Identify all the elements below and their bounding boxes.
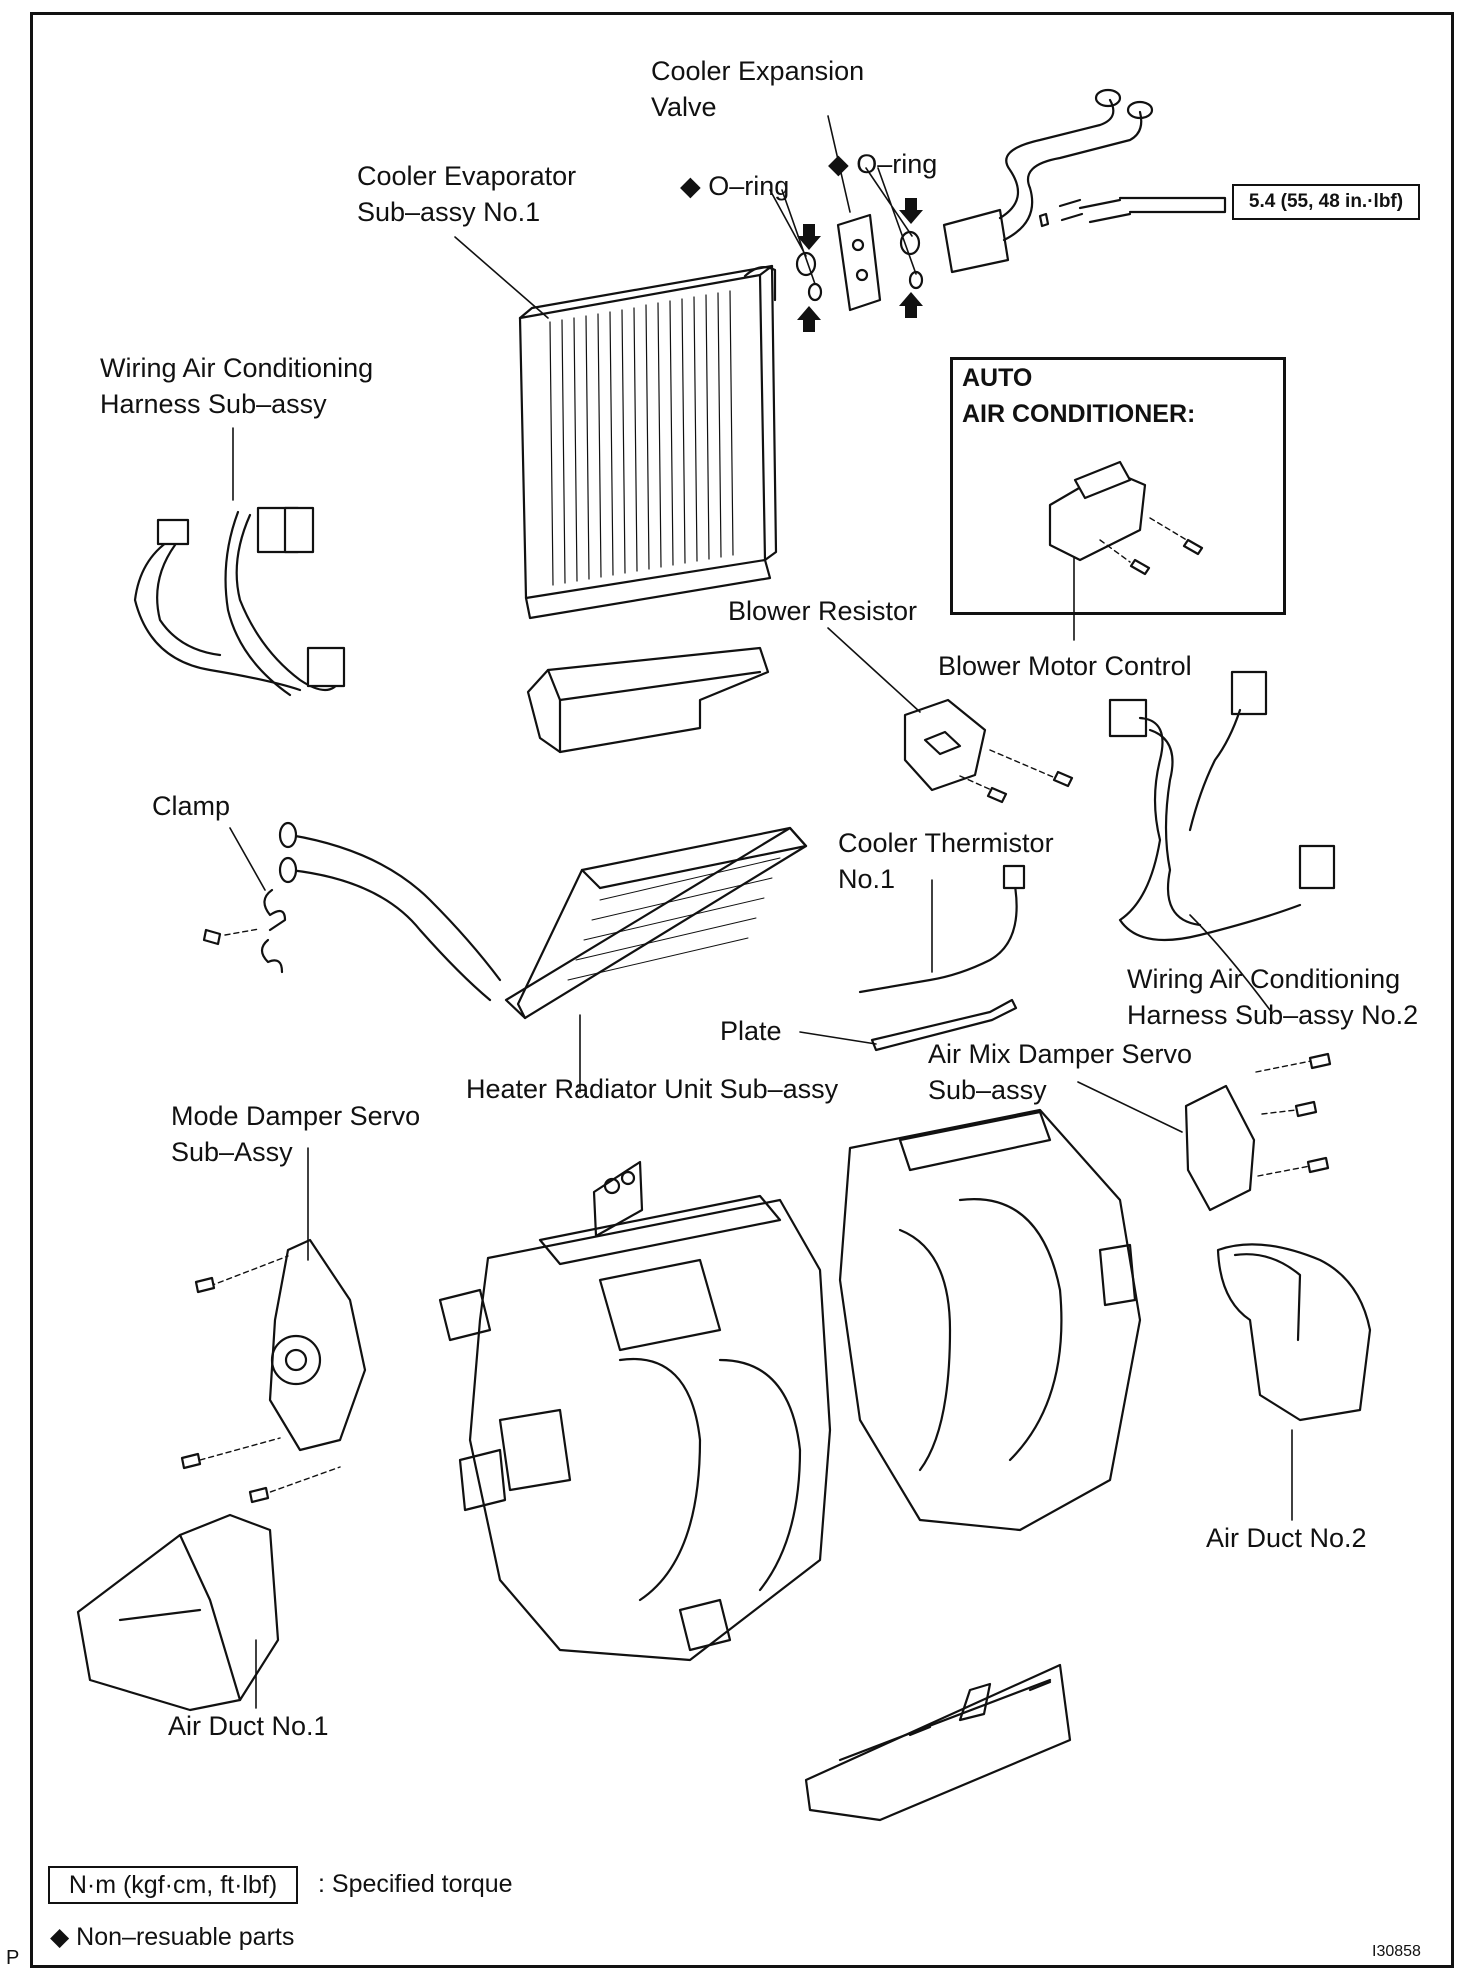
expansion-valve-part bbox=[769, 115, 924, 332]
label-heater-radiator: Heater Radiator Unit Sub–assy bbox=[466, 1074, 839, 1104]
legend-non-reusable: ◆ Non–resuable parts bbox=[50, 1923, 295, 1951]
evaporator-tray-part bbox=[526, 646, 770, 754]
label-cooler-evaporator: Cooler Evaporator Sub–assy No.1 bbox=[357, 161, 577, 227]
label-wiring-harness: Wiring Air Conditioning Harness Sub–assy bbox=[100, 353, 374, 419]
air-duct-no2-part bbox=[1216, 1243, 1372, 1521]
label-air-mix-damper-servo: Air Mix Damper Servo Sub–assy bbox=[928, 1039, 1193, 1105]
label-blower-resistor: Blower Resistor bbox=[728, 596, 918, 626]
label-o-ring-right: ◆ O–ring bbox=[828, 149, 938, 179]
label-clamp: Clamp bbox=[152, 791, 231, 821]
corner-mark: P bbox=[6, 1947, 20, 1969]
clamp-part bbox=[202, 827, 287, 974]
cooler-evaporator-part bbox=[518, 264, 778, 620]
legend-torque-desc: : Specified torque bbox=[318, 1870, 513, 1898]
air-mix-damper-servo-part bbox=[1077, 1052, 1332, 1212]
label-blower-motor-control: Blower Motor Control bbox=[938, 651, 1192, 681]
heater-case-left-part bbox=[438, 1160, 832, 1662]
legend-torque-unit-box: N·m (kgf·cm, ft·lbf) bbox=[48, 1866, 298, 1904]
heater-radiator-part bbox=[278, 821, 808, 1093]
label-plate: Plate bbox=[720, 1016, 782, 1046]
auto-ac-inset-box bbox=[950, 357, 1286, 615]
label-cooler-thermistor: Cooler Thermistor No.1 bbox=[838, 828, 1054, 894]
wiring-harness-no2-part bbox=[1108, 670, 1336, 1011]
label-air-duct-no1: Air Duct No.1 bbox=[168, 1711, 329, 1741]
plate-part bbox=[799, 998, 1018, 1052]
bottom-cover-part bbox=[804, 1663, 1072, 1822]
blower-motor-control-part bbox=[1048, 460, 1204, 641]
cooler-thermistor-part bbox=[858, 864, 1026, 994]
heater-case-right-part bbox=[838, 1108, 1142, 1532]
label-auto-ac: AUTO AIR CONDITIONER: bbox=[962, 364, 1196, 428]
label-cooler-expansion-valve: Cooler Expansion Valve bbox=[651, 56, 865, 122]
mode-damper-servo-part bbox=[180, 1147, 367, 1504]
blower-resistor-part bbox=[827, 627, 1074, 804]
label-air-duct-no2: Air Duct No.2 bbox=[1206, 1523, 1367, 1553]
diagram-frame bbox=[30, 12, 1454, 1968]
label-mode-damper-servo: Mode Damper Servo Sub–Assy bbox=[171, 1101, 421, 1167]
figure-id: I30858 bbox=[1372, 1943, 1421, 1960]
label-o-ring-left: ◆ O–ring bbox=[680, 171, 790, 201]
leader-evaporator bbox=[454, 236, 549, 319]
air-duct-no1-part bbox=[76, 1513, 280, 1712]
wiring-harness-part bbox=[133, 427, 346, 697]
tube-assembly-part bbox=[942, 88, 1227, 274]
torque-spec-box: 5.4 (55, 48 in.·lbf) bbox=[1232, 184, 1420, 220]
label-wiring-harness-no2: Wiring Air Conditioning Harness Sub–assy… bbox=[1127, 964, 1419, 1030]
